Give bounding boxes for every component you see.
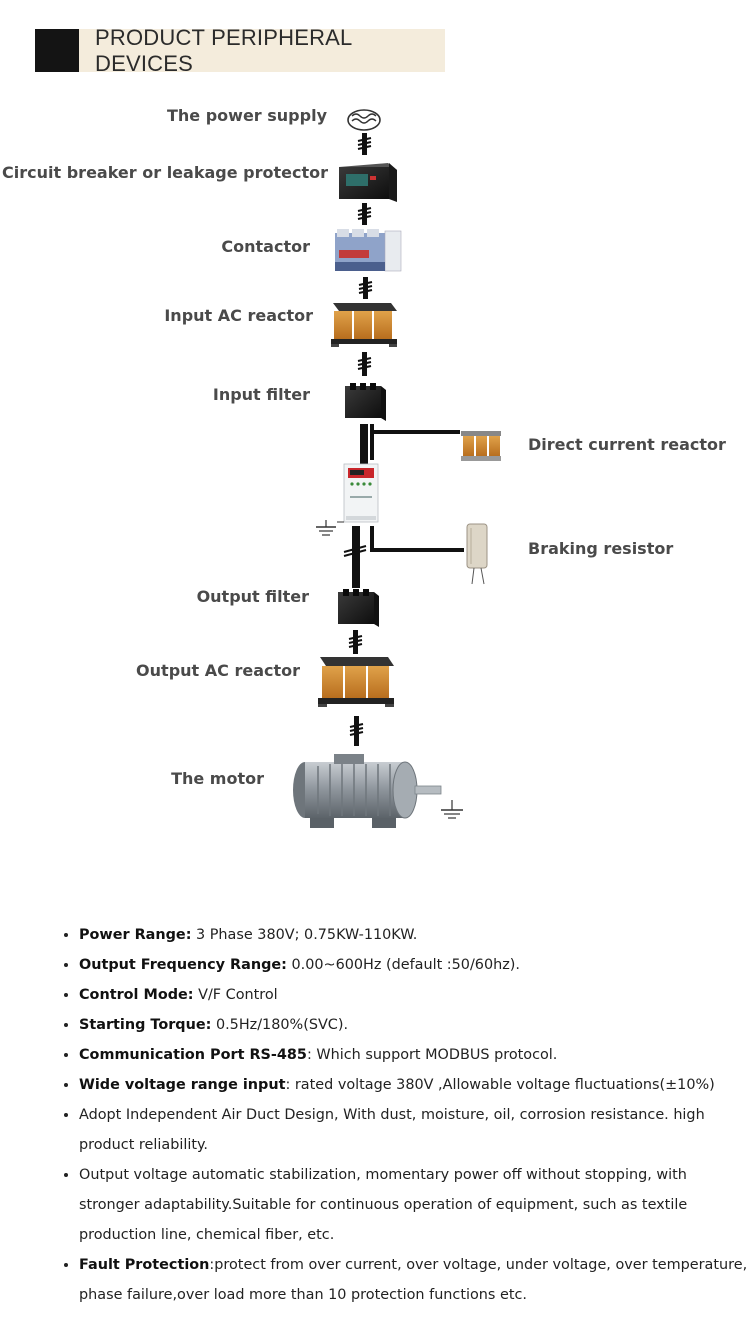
spec-text: Adopt Independent Air Duct Design, With …: [79, 1107, 705, 1153]
spec-label: Starting Torque:: [79, 1017, 212, 1033]
spec-item: Wide voltage range input: rated voltage …: [79, 1070, 749, 1100]
spec-text: 0.00~600Hz (default :50/60hz).: [286, 957, 520, 973]
ground-symbol-icon: [441, 800, 463, 819]
spec-item: Fault Protection:protect from over curre…: [79, 1250, 749, 1310]
cable-connector-icon: [348, 630, 363, 654]
cable-connector-icon: [357, 352, 372, 376]
spec-item: Output Frequency Range: 0.00~600Hz (defa…: [79, 950, 749, 980]
braking-wiring: [343, 526, 464, 588]
spec-text: Output voltage automatic stabilization, …: [79, 1167, 688, 1243]
label-contactor: Contactor: [221, 237, 310, 256]
section-header: PRODUCT PERIPHERAL DEVICES: [35, 25, 445, 76]
spec-item: Control Mode: V/F Control: [79, 980, 749, 1010]
spec-label: Fault Protection: [79, 1257, 210, 1273]
spec-label: Output Frequency Range:: [79, 957, 287, 973]
spec-item: Starting Torque: 0.5Hz/180%(SVC).: [79, 1010, 749, 1040]
spec-text: V/F Control: [193, 987, 278, 1003]
spec-list: Power Range: 3 Phase 380V; 0.75KW-110KW.…: [55, 920, 749, 1310]
spec-item: Communication Port RS-485: Which support…: [79, 1040, 749, 1070]
spec-item: Adopt Independent Air Duct Design, With …: [79, 1100, 749, 1160]
cable-connector-icon: [357, 203, 372, 225]
spec-label: Control Mode:: [79, 987, 194, 1003]
spec-text: :protect from over current, over voltage…: [79, 1257, 748, 1303]
braking-resistor-icon: [466, 523, 488, 585]
label-input-filter: Input filter: [212, 385, 310, 404]
spec-text: : Which support MODBUS protocol.: [306, 1047, 558, 1063]
label-output-ac-reactor: Output AC reactor: [136, 661, 300, 680]
spec-label: Power Range:: [79, 927, 192, 943]
peripheral-diagram: [293, 109, 501, 828]
spec-text: 0.5Hz/180%(SVC).: [211, 1017, 349, 1033]
dc-bus-wiring: [360, 424, 460, 464]
cable-connector-icon: [349, 716, 364, 746]
dc-reactor-icon: [461, 431, 501, 461]
label-motor: The motor: [171, 769, 264, 788]
label-circuit-breaker: Circuit breaker or leakage protector: [2, 163, 328, 182]
spec-label: Communication Port RS-485: [79, 1047, 307, 1063]
inverter-drive-icon: [343, 463, 379, 523]
output-filter-icon: [338, 589, 379, 627]
cable-connector-icon: [358, 277, 373, 299]
label-braking-resistor: Braking resistor: [528, 539, 674, 558]
label-output-filter: Output filter: [196, 587, 309, 606]
label-power-supply: The power supply: [167, 106, 327, 125]
label-input-ac-reactor: Input AC reactor: [164, 306, 313, 325]
contactor-icon: [335, 229, 402, 272]
spec-item: Output voltage automatic stabilization, …: [79, 1160, 749, 1250]
input-ac-reactor-icon: [331, 303, 397, 347]
power-supply-icon: [347, 109, 381, 131]
spec-text: : rated voltage 380V ,Allowable voltage …: [285, 1077, 715, 1093]
output-ac-reactor-icon: [318, 657, 394, 707]
circuit-breaker-icon: [339, 163, 397, 202]
motor-icon: [293, 754, 442, 828]
input-filter-icon: [345, 383, 386, 421]
cable-connector-icon: [357, 133, 372, 155]
section-title: PRODUCT PERIPHERAL DEVICES: [79, 25, 445, 76]
ground-symbol-icon: [316, 520, 344, 536]
header-accent-block: [35, 29, 79, 72]
spec-item: Power Range: 3 Phase 380V; 0.75KW-110KW.: [79, 920, 749, 950]
label-dc-reactor: Direct current reactor: [528, 435, 726, 454]
spec-label: Wide voltage range input: [79, 1077, 286, 1093]
spec-text: 3 Phase 380V; 0.75KW-110KW.: [191, 927, 418, 943]
